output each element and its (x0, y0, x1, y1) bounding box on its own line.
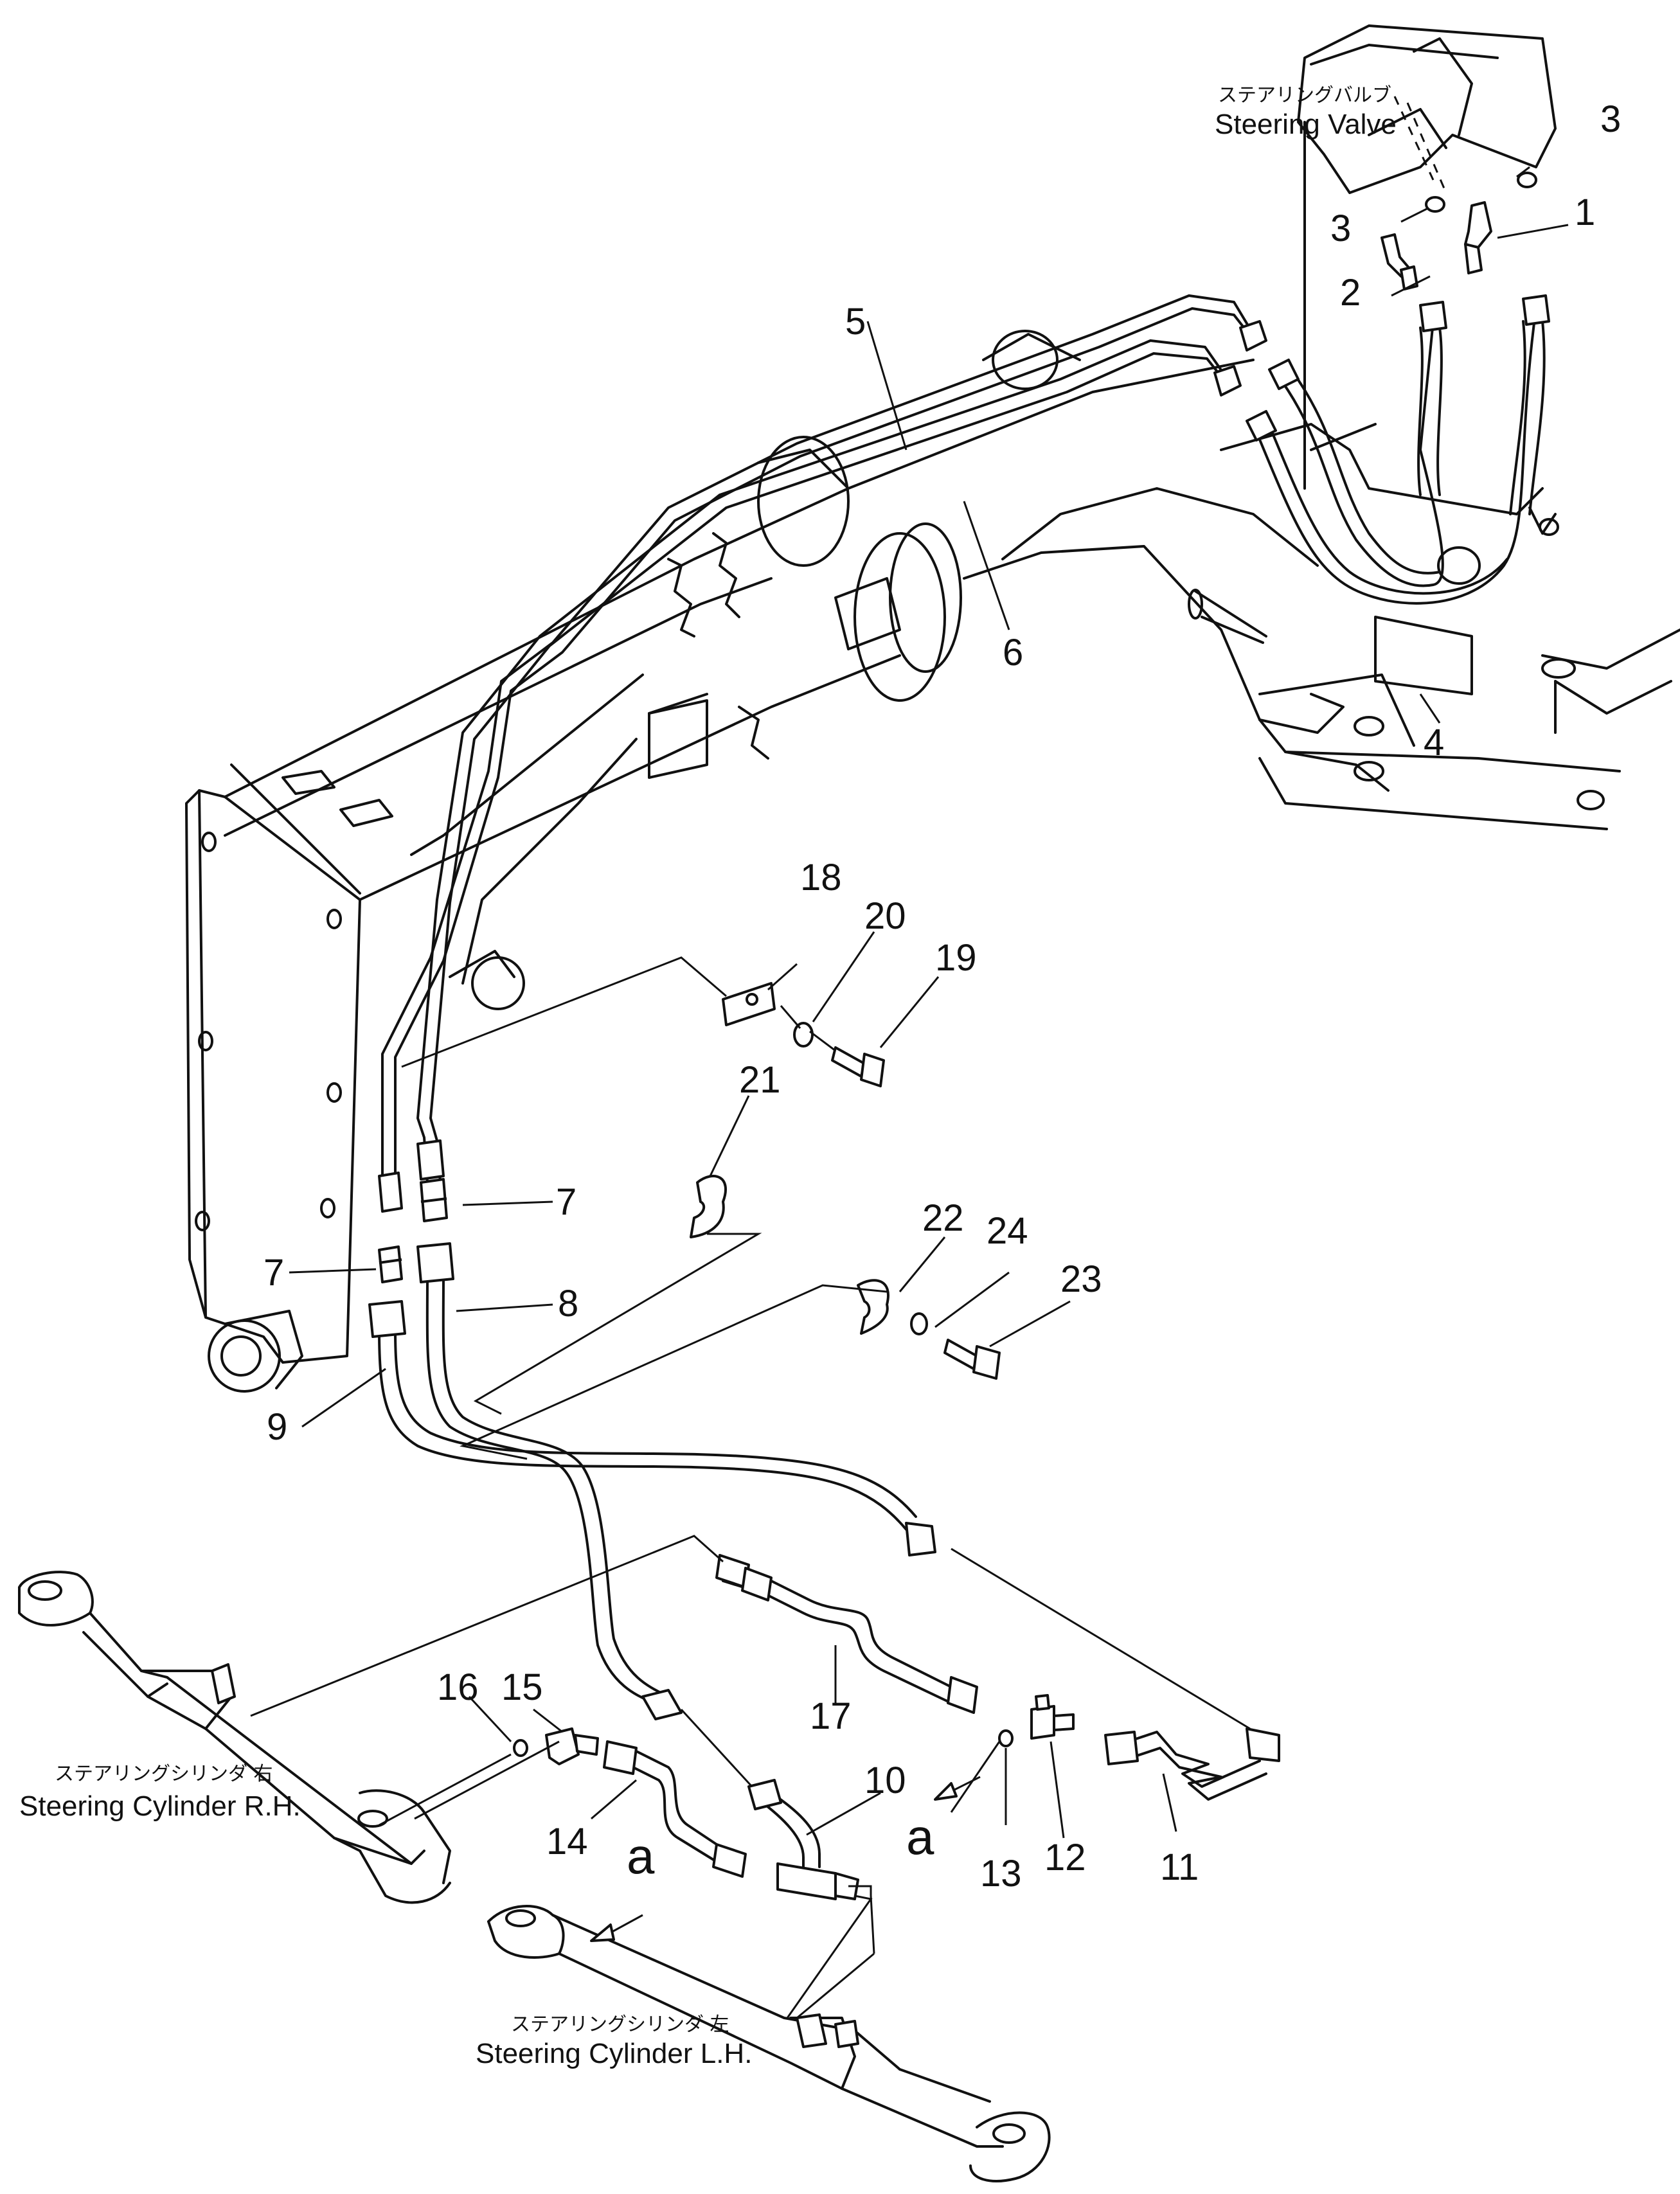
washer-20 (793, 1022, 814, 1048)
callouts: 1 2 3 3 4 5 6 7 7 8 9 10 11 12 13 14 15 … (264, 98, 1621, 1895)
tube-end-fittings-mid (378, 1139, 445, 1213)
steering-cylinder-rh (18, 1571, 451, 1904)
elbow-fitting-15 (545, 1727, 599, 1765)
clamp-21 (690, 1175, 728, 1238)
cylinder-rh-label-jp: ステアリングシリンダ 右 (55, 1763, 273, 1785)
elbow-fitting-1 (1464, 201, 1492, 274)
tube-14 (603, 1740, 747, 1878)
callout-9: 9 (267, 1406, 287, 1448)
tube-11 (1104, 1727, 1280, 1801)
callout-10: 10 (864, 1760, 906, 1801)
callout-19: 19 (935, 937, 977, 979)
callout-7-left: 7 (264, 1252, 284, 1294)
clamp-22 (857, 1279, 889, 1335)
hose-4-pair (1246, 294, 1550, 605)
tube-end-fittings-top (1213, 320, 1267, 397)
steering-cylinder-lh (487, 1905, 1051, 2182)
callout-23: 23 (1060, 1258, 1102, 1300)
bolt-19 (831, 1046, 885, 1087)
cylinder-lh-label-en: Steering Cylinder L.H. (476, 2038, 752, 2069)
callout-16: 16 (437, 1666, 479, 1708)
view-a-label-left: a (627, 1828, 655, 1884)
callout-22: 22 (922, 1197, 964, 1239)
callout-20: 20 (864, 895, 906, 937)
callout-4: 4 (1424, 722, 1444, 763)
axle-housing (224, 330, 1680, 901)
view-a-label-right: a (906, 1808, 934, 1865)
callout-7-right: 7 (556, 1181, 576, 1223)
leader-lines (250, 166, 1569, 2019)
callout-6: 6 (1003, 632, 1023, 673)
tube-10 (747, 1779, 859, 1900)
callout-24: 24 (987, 1210, 1028, 1252)
hose-8 (425, 1278, 670, 1704)
callout-14: 14 (546, 1821, 588, 1862)
clamp-18 (722, 982, 776, 1026)
hose-9 (378, 1329, 917, 1531)
tube-17 (715, 1554, 978, 1714)
callout-15: 15 (501, 1666, 543, 1708)
washer-24 (910, 1312, 928, 1335)
callout-5: 5 (845, 301, 866, 343)
callout-1: 1 (1575, 192, 1595, 233)
labels: ステアリングバルブ Steering Valve ステアリングシリンダ 右 St… (19, 84, 1397, 2069)
callout-13: 13 (980, 1853, 1022, 1895)
o-ring-13 (998, 1729, 1014, 1747)
callout-12: 12 (1044, 1837, 1086, 1878)
tee-fitting-12 (1030, 1694, 1075, 1740)
steering-valve-label-jp: ステアリングバルブ (1218, 84, 1391, 107)
callout-18: 18 (800, 857, 842, 898)
callout-21: 21 (739, 1059, 781, 1101)
tube-6 (416, 339, 1232, 1184)
callout-8: 8 (558, 1283, 578, 1324)
tube-5 (381, 294, 1258, 1184)
callout-3-left: 3 (1330, 208, 1351, 249)
steering-valve (1297, 24, 1557, 490)
o-ring-16 (513, 1739, 528, 1757)
cylinder-lh-label-jp: ステアリングシリンダ 左 (511, 2013, 729, 2036)
hose-end-fittings-lower (368, 1242, 936, 1720)
elbow-fitting-2 (1381, 233, 1418, 290)
cylinder-rh-label-en: Steering Cylinder R.H. (19, 1790, 301, 1822)
o-ring-3 (1425, 172, 1537, 213)
steering-valve-label-en: Steering Valve (1215, 109, 1397, 140)
callout-11: 11 (1160, 1846, 1199, 1888)
axle-end-plate (185, 673, 708, 1393)
callout-3-right: 3 (1600, 98, 1621, 140)
bolt-23 (943, 1339, 1001, 1380)
adaptor-7 (378, 1178, 448, 1283)
callout-2: 2 (1340, 272, 1361, 314)
callout-17: 17 (810, 1695, 852, 1737)
